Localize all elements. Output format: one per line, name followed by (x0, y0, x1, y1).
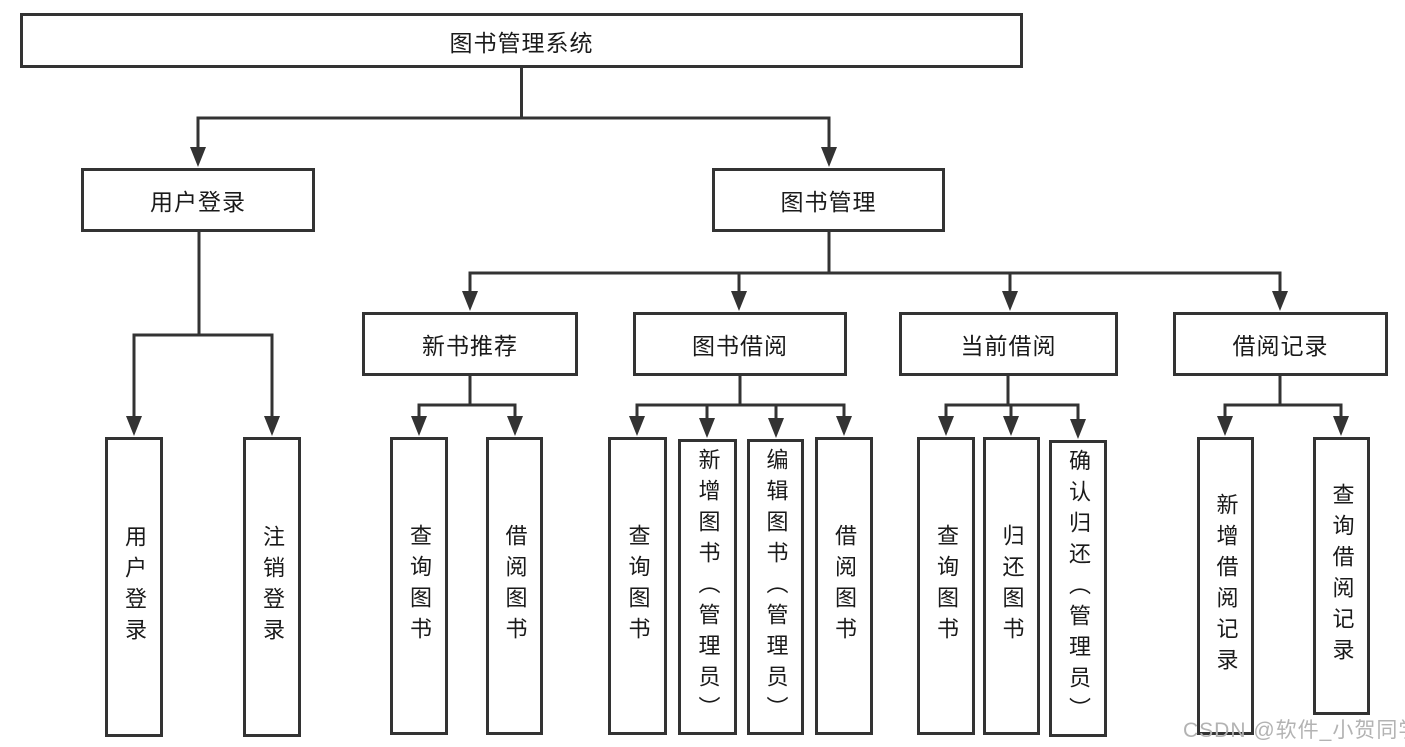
arrowhead (1217, 416, 1233, 436)
leaf-return-book-label: 归还图书 (999, 524, 1025, 648)
arrowhead (1333, 416, 1349, 436)
leaf-add-book-admin: 新增图书（管理员） (678, 439, 737, 735)
csdn-watermark: CSDN @软件_小贺同学 (1183, 719, 1405, 742)
leaf-query-books-1: 查询图书 (390, 437, 448, 735)
arrowhead (190, 147, 206, 167)
arrowhead (411, 416, 427, 436)
connector-book-borrow-trunk (635, 374, 846, 407)
leaf-user-login: 用户登录 (105, 437, 163, 737)
node-new-book-recommend-label: 新书推荐 (422, 333, 518, 359)
node-root-label: 图书管理系统 (449, 29, 594, 56)
arrowhead (1002, 291, 1018, 311)
leaf-query-books-3: 查询图书 (917, 437, 975, 735)
leaf-query-books-2: 查询图书 (608, 437, 667, 735)
arrowhead (264, 416, 280, 436)
node-book-borrow: 图书借阅 (633, 312, 847, 376)
node-book-management-label: 图书管理 (780, 189, 877, 215)
leaf-confirm-return-admin-label: 确认归还（管理员） (1066, 449, 1091, 728)
leaf-add-borrow-record: 新增借阅记录 (1197, 437, 1254, 735)
leaf-borrow-books-1: 借阅图书 (486, 437, 543, 735)
arrowhead (1272, 291, 1288, 311)
connector-book-mgmt-trunk (468, 230, 1282, 275)
arrowhead (731, 291, 747, 311)
node-book-borrow-label: 图书借阅 (692, 333, 788, 359)
arrowhead (126, 416, 142, 436)
arrowhead (1003, 416, 1019, 436)
leaf-query-borrow-record-label: 查询借阅记录 (1329, 483, 1355, 669)
node-current-borrow-label: 当前借阅 (960, 333, 1057, 359)
leaf-return-book: 归还图书 (983, 437, 1040, 735)
leaf-edit-book-admin-label: 编辑图书（管理员） (763, 447, 789, 727)
leaf-borrow-books-1-label: 借阅图书 (502, 524, 528, 648)
leaf-logout: 注销登录 (243, 437, 301, 737)
arrowhead (836, 416, 852, 436)
connector-root-trunk (196, 66, 831, 120)
leaf-edit-book-admin: 编辑图书（管理员） (747, 439, 804, 735)
node-borrow-records-label: 借阅记录 (1232, 333, 1329, 359)
arrowhead (507, 416, 523, 436)
leaf-query-books-1-label: 查询图书 (407, 524, 432, 648)
node-root: 图书管理系统 (20, 13, 1023, 68)
connector-new-book-trunk (417, 374, 517, 407)
arrowhead (768, 418, 784, 438)
arrowhead (699, 418, 715, 438)
arrowhead (629, 416, 645, 436)
leaf-query-books-3-label: 查询图书 (934, 524, 959, 648)
connector-borrow-record-trunk (1223, 374, 1343, 407)
leaf-add-borrow-record-label: 新增借阅记录 (1213, 493, 1239, 679)
leaf-user-login-label: 用户登录 (122, 525, 147, 649)
arrowhead (821, 147, 837, 167)
connector-current-borrow-trunk (944, 374, 1080, 407)
node-user-login-label: 用户登录 (150, 189, 246, 215)
node-book-management: 图书管理 (712, 168, 945, 232)
leaf-borrow-books-2-label: 借阅图书 (832, 524, 857, 648)
arrowhead (462, 291, 478, 311)
leaf-query-borrow-record: 查询借阅记录 (1313, 437, 1370, 715)
leaf-add-book-admin-label: 新增图书（管理员） (695, 447, 721, 727)
arrowhead (938, 416, 954, 436)
leaf-confirm-return-admin: 确认归还（管理员） (1049, 440, 1107, 737)
arrowhead (1070, 419, 1086, 439)
connector-user-login-trunk (132, 230, 274, 337)
node-user-login: 用户登录 (81, 168, 315, 232)
leaf-logout-label: 注销登录 (260, 525, 285, 649)
node-new-book-recommend: 新书推荐 (362, 312, 578, 376)
node-borrow-records: 借阅记录 (1173, 312, 1388, 376)
leaf-query-books-2-label: 查询图书 (625, 524, 651, 648)
leaf-borrow-books-2: 借阅图书 (815, 437, 873, 735)
node-current-borrow: 当前借阅 (899, 312, 1118, 376)
